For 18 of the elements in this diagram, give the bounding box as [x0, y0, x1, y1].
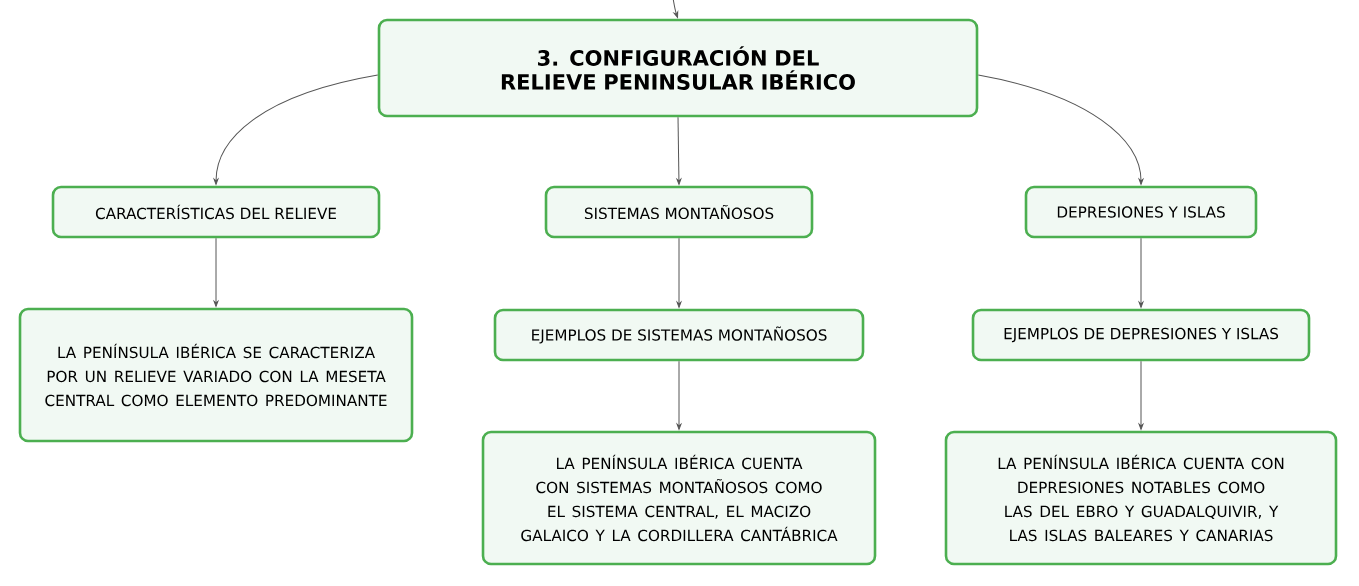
arrow: [676, 116, 682, 185]
arrow: [1138, 360, 1144, 430]
title-box: 3. CONFIGURACIÓN DEL RELIEVE PENINSULAR IBÉRICO: [377, 18, 979, 118]
text-box: LA PENÍNSULA IBÉRICA CUENTA CON DEPRESIONES NOTABLES COMO LAS DEL EBRO Y GUADALQUIVIR, Y LAS ISLAS BALEARES Y CANARIAS: [944, 430, 1338, 566]
topic-box: CARACTERÍSTICAS DEL RELIEVE: [51, 185, 381, 239]
topic-box: EJEMPLOS DE SISTEMAS MONTAÑOSOS: [493, 308, 865, 362]
text-box: LA PENÍNSULA IBÉRICA CUENTA CON SISTEMAS MONTAÑOSOS COMO EL SISTEMA CENTRAL, EL MACIZO GALAICO Y LA CORDILLERA CANTÁBRICA: [481, 430, 877, 566]
arrow: [213, 237, 219, 307]
arrow: [676, 237, 682, 308]
arrow: [1138, 237, 1144, 308]
topic-box: DEPRESIONES Y ISLAS: [1024, 185, 1258, 239]
text-box: LA PENÍNSULA IBÉRICA SE CARACTERIZA POR UN RELIEVE VARIADO CON LA MESETA CENTRAL COMO ELEMENTO PREDOMINANTE: [18, 307, 414, 443]
arrow: [672, 0, 679, 18]
topic-box: EJEMPLOS DE DEPRESIONES Y ISLAS: [971, 308, 1311, 362]
arrow: [676, 360, 682, 430]
topic-box: SISTEMAS MONTAÑOSOS: [544, 185, 814, 239]
arrow: [213, 74, 379, 185]
arrow: [977, 74, 1144, 185]
